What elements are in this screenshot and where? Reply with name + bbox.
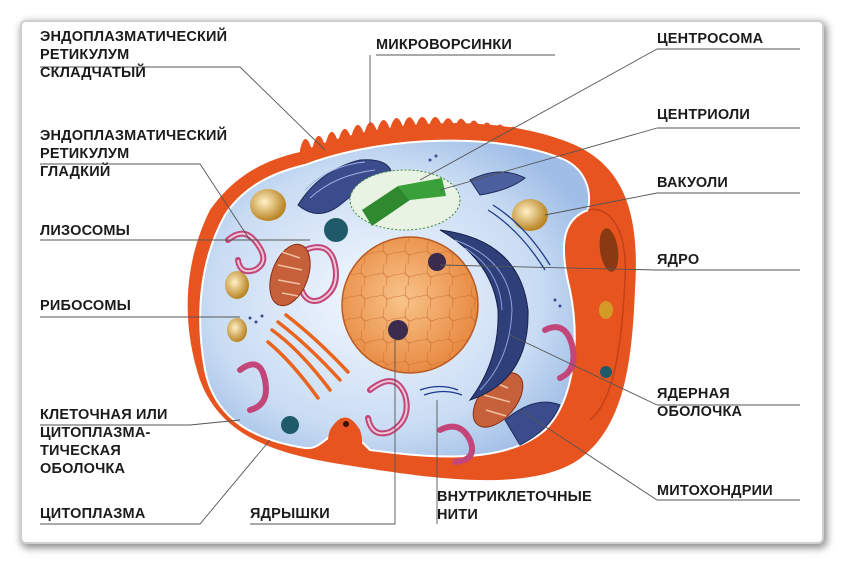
label-rough-er: ЭНДОПЛАЗМАТИЧЕСКИЙ РЕТИКУЛУМ СКЛАДЧАТЫЙ [40, 29, 228, 81]
label-smooth-er: ЭНДОПЛАЗМАТИЧЕСКИЙ РЕТИКУЛУМ ГЛАДКИЙ [40, 128, 228, 180]
mitochondrion-left [269, 243, 311, 307]
label-lysosomes: ЛИЗОСОМЫ [40, 223, 131, 239]
label-cytoplasm: ЦИТОПЛАЗМА [40, 506, 146, 522]
nucleus [341, 236, 479, 374]
leader-lines [40, 48, 800, 525]
label-nucleus: ЯДРО [657, 252, 700, 268]
label-filaments: ВНУТРИКЛЕТОЧНЫЕ НИТИ [437, 489, 592, 523]
label-cell-membrane: КЛЕТОЧНАЯ ИЛИ ЦИТОПЛАЗМА- ТИЧЕСКАЯ ОБОЛО… [40, 407, 168, 477]
label-mitochondria: МИТОХОНДРИИ [657, 483, 773, 499]
intracellular-filaments [419, 204, 551, 396]
vacuole-2 [512, 199, 548, 231]
label-centrosome: ЦЕНТРОСОМА [657, 31, 764, 47]
golgi-stack [266, 313, 350, 400]
label-vacuoles: ВАКУОЛИ [657, 175, 729, 191]
vacuole-1 [250, 189, 286, 221]
er-lower-right [504, 401, 561, 446]
nucleolus-2 [388, 320, 408, 340]
label-centrioles: ЦЕНТРИОЛИ [657, 107, 750, 123]
centrosome [349, 169, 461, 231]
nucleolus-1 [428, 253, 446, 271]
vacuole-4 [227, 318, 247, 342]
vacuole-3 [225, 271, 249, 299]
rough-er [297, 159, 393, 214]
label-microvilli: МИКРОВОРСИНКИ [376, 37, 513, 53]
label-nuclear-envelope: ЯДЕРНАЯ ОБОЛОЧКА [657, 386, 743, 420]
label-ribosomes: РИБОСОМЫ [40, 298, 132, 314]
label-nucleoli: ЯДРЫШКИ [250, 506, 330, 522]
nuclear-envelope-er [439, 229, 529, 401]
ribosomes [248, 154, 562, 324]
